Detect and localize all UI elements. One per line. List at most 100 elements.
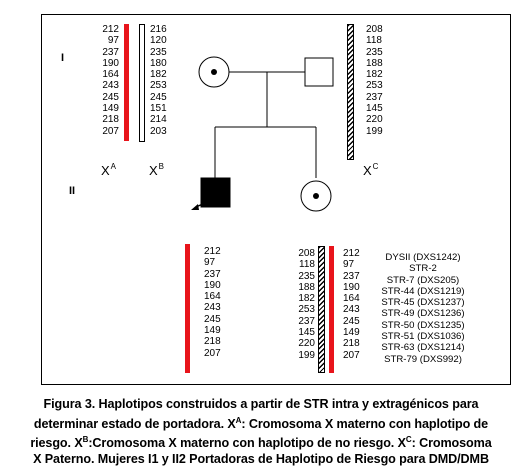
allele-value: 188 bbox=[366, 57, 383, 69]
label-xa: XA bbox=[101, 162, 117, 178]
allele-value: 149 bbox=[343, 327, 360, 339]
proband-arrow-icon bbox=[191, 202, 206, 210]
allele-value: 212 bbox=[102, 24, 119, 35]
allele-value: 190 bbox=[343, 281, 360, 293]
label-xc: XC bbox=[363, 162, 379, 178]
allele-value: 207 bbox=[204, 347, 221, 359]
allele-value: 212 bbox=[204, 246, 221, 257]
caption-line-2: determinar estado de portadora. XA: Crom… bbox=[33, 415, 489, 431]
allele-value: 120 bbox=[150, 35, 167, 47]
allele-value: 199 bbox=[366, 125, 383, 137]
locus-label: STR-49 (DXS1236) bbox=[381, 308, 465, 320]
allele-value: 243 bbox=[343, 304, 360, 316]
affected-male-icon bbox=[200, 177, 231, 208]
figure-caption: Figura 3. Haplotipos construidos a parti… bbox=[0, 397, 522, 467]
locus-label: STR-7 (DXS205) bbox=[386, 274, 460, 286]
figure-frame bbox=[41, 14, 511, 385]
allele-value: 208 bbox=[366, 24, 383, 35]
allele-value: 220 bbox=[298, 338, 315, 350]
allele-value: 188 bbox=[298, 281, 315, 293]
allele-value: 199 bbox=[298, 349, 315, 361]
allele-value: 253 bbox=[298, 304, 315, 316]
allele-value: 190 bbox=[204, 279, 221, 291]
unaffected-male-icon bbox=[304, 57, 334, 87]
caption-line-1: Figura 3. Haplotipos construidos a parti… bbox=[43, 397, 479, 411]
allele-value: 149 bbox=[204, 325, 221, 337]
allele-value: 203 bbox=[150, 125, 167, 137]
chromosome-xb-bar bbox=[139, 24, 145, 142]
allele-value: 245 bbox=[150, 91, 167, 103]
allele-value: 97 bbox=[204, 257, 216, 269]
allele-value: 237 bbox=[298, 315, 315, 327]
allele-value: 245 bbox=[343, 315, 360, 327]
allele-value: 253 bbox=[366, 80, 383, 92]
label-xb: XB bbox=[149, 162, 165, 178]
locus-label: STR-50 (DXS1235) bbox=[381, 319, 465, 331]
carrier-female-icon bbox=[300, 180, 332, 212]
allele-value: 97 bbox=[107, 35, 119, 47]
allele-value: 164 bbox=[102, 69, 119, 81]
allele-value: 97 bbox=[343, 259, 355, 271]
chromosome-xc-bar bbox=[347, 24, 354, 160]
allele-value: 208 bbox=[298, 248, 315, 259]
locus-label: STR-79 (DXS992) bbox=[384, 353, 462, 365]
generation-label-ii: II bbox=[69, 185, 76, 197]
allele-value: 212 bbox=[343, 248, 360, 259]
allele-value: 237 bbox=[343, 270, 360, 282]
allele-value: 164 bbox=[204, 291, 221, 303]
locus-label: STR-63 (DXS1214) bbox=[381, 342, 465, 354]
allele-value: 237 bbox=[366, 91, 383, 103]
allele-value: 207 bbox=[102, 125, 119, 137]
allele-value: 118 bbox=[299, 259, 315, 271]
allele-value: 218 bbox=[343, 338, 360, 350]
allele-value: 245 bbox=[204, 313, 221, 325]
allele-value: 253 bbox=[150, 80, 167, 92]
allele-value: 220 bbox=[366, 114, 383, 126]
allele-value: 182 bbox=[150, 69, 167, 81]
allele-value: 145 bbox=[366, 103, 383, 115]
allele-value: 207 bbox=[343, 349, 360, 361]
chromosome-ii1-bar bbox=[185, 244, 190, 373]
allele-value: 235 bbox=[366, 46, 383, 58]
locus-label: STR-44 (DXS1219) bbox=[381, 285, 465, 297]
allele-value: 118 bbox=[366, 35, 382, 47]
allele-value: 218 bbox=[102, 114, 119, 126]
allele-value: 237 bbox=[204, 268, 221, 280]
allele-value: 164 bbox=[343, 293, 360, 305]
allele-value: 149 bbox=[102, 103, 119, 115]
carrier-female-icon bbox=[198, 56, 230, 88]
locus-label: STR-2 bbox=[409, 263, 437, 275]
allele-value: 243 bbox=[204, 302, 221, 314]
caption-line-3: riesgo. XB:Cromosoma X materno con haplo… bbox=[30, 435, 492, 450]
allele-value: 216 bbox=[150, 24, 167, 35]
allele-value: 243 bbox=[102, 80, 119, 92]
allele-value: 218 bbox=[204, 336, 221, 348]
generation-label-i: I bbox=[61, 52, 65, 64]
chromosome-ii2-maternal-bar bbox=[329, 246, 334, 373]
locus-label: STR-45 (DXS1237) bbox=[381, 297, 465, 309]
allele-value: 245 bbox=[102, 91, 119, 103]
allele-value: 190 bbox=[102, 57, 119, 69]
allele-value: 237 bbox=[102, 46, 119, 58]
allele-value: 180 bbox=[150, 57, 167, 69]
allele-value: 235 bbox=[298, 270, 315, 282]
allele-value: 145 bbox=[298, 327, 315, 339]
allele-value: 182 bbox=[298, 293, 315, 305]
allele-value: 214 bbox=[150, 114, 167, 126]
chromosome-ii2-paternal-bar bbox=[318, 246, 325, 373]
locus-label: STR-51 (DXS1036) bbox=[381, 331, 465, 343]
allele-value: 235 bbox=[150, 46, 167, 58]
allele-value: 151 bbox=[150, 103, 167, 115]
chromosome-xa-bar bbox=[124, 24, 129, 141]
caption-line-4: X Paterno. Mujeres I1 y II2 Portadoras d… bbox=[33, 451, 489, 466]
allele-value: 182 bbox=[366, 69, 383, 81]
